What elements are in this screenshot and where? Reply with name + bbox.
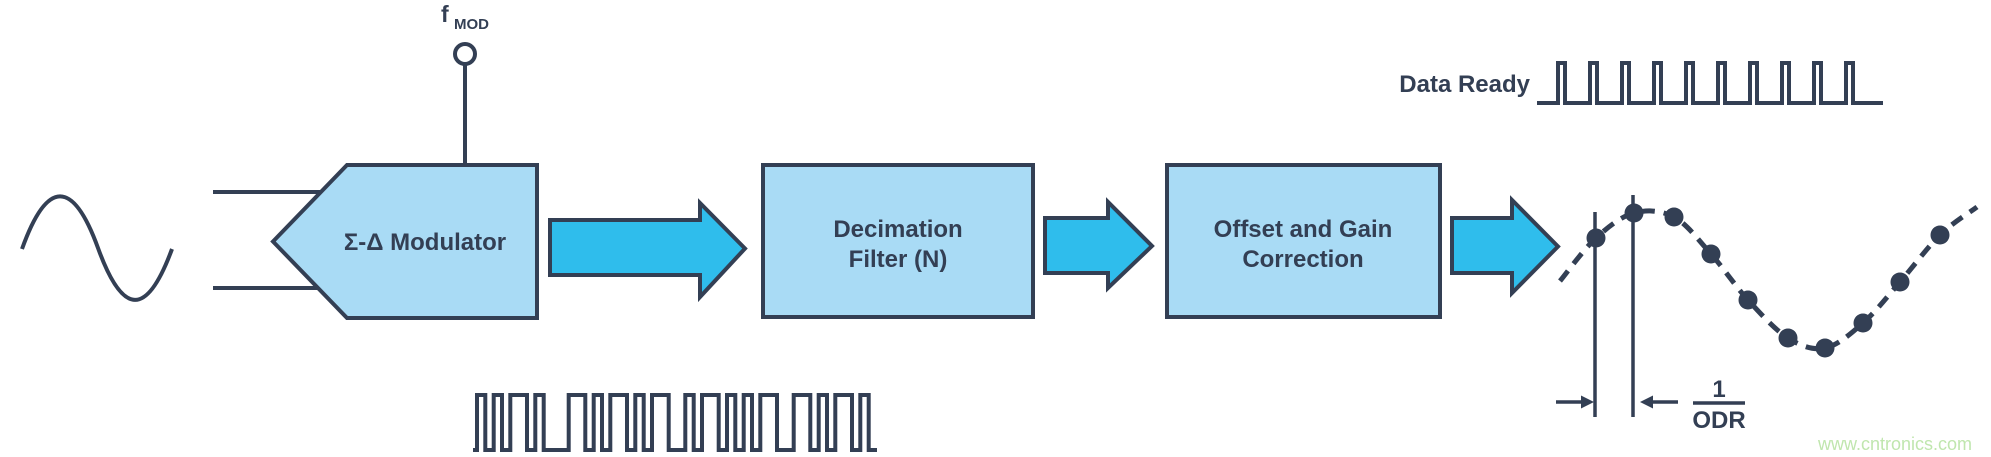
fmod-terminal-circle bbox=[453, 42, 477, 66]
odr-denominator: ODR bbox=[1692, 407, 1745, 434]
offset-gain-label-line2: Correction bbox=[1242, 246, 1363, 273]
odr-numerator: 1 bbox=[1712, 376, 1725, 403]
flow-arrow-1 bbox=[548, 198, 748, 303]
sample-dot bbox=[1890, 272, 1910, 292]
sample-dot bbox=[1701, 244, 1721, 264]
sample-dot bbox=[1586, 228, 1606, 248]
sample-dot bbox=[1738, 290, 1758, 310]
sample-dot bbox=[1778, 328, 1798, 348]
modulator-bitstream-wave bbox=[473, 393, 877, 452]
sample-dot bbox=[1930, 225, 1950, 245]
flow-arrow-3 bbox=[1450, 195, 1561, 298]
sample-dot bbox=[1815, 338, 1835, 358]
modulator-block bbox=[270, 163, 539, 320]
sample-dot bbox=[1664, 207, 1684, 227]
sample-dots-group bbox=[1586, 203, 1950, 358]
measure-arrow-left-head-icon bbox=[1581, 395, 1594, 409]
decimation-label-line1: Decimation bbox=[833, 216, 962, 243]
modulator-label: Σ-Δ Modulator bbox=[344, 229, 506, 256]
sample-dot bbox=[1853, 313, 1873, 333]
data-ready-pulse-wave bbox=[1537, 61, 1883, 105]
measure-arrow-right-head-icon bbox=[1640, 395, 1653, 409]
input-sine-wave bbox=[20, 194, 174, 302]
decimation-label-line2: Filter (N) bbox=[849, 246, 948, 273]
flow-arrow-2 bbox=[1043, 197, 1155, 293]
output-sine-dashed-curve bbox=[1558, 204, 1979, 352]
offset-gain-block bbox=[1165, 163, 1442, 319]
watermark-text: www.cntronics.com bbox=[1817, 434, 1972, 454]
fmod-label: f bbox=[441, 1, 449, 27]
offset-gain-label-line1: Offset and Gain bbox=[1214, 216, 1393, 243]
decimation-block bbox=[761, 163, 1035, 319]
sample-dot bbox=[1624, 203, 1644, 223]
data-ready-label: Data Ready bbox=[1399, 71, 1530, 98]
fmod-label-subscript: MOD bbox=[454, 16, 489, 33]
